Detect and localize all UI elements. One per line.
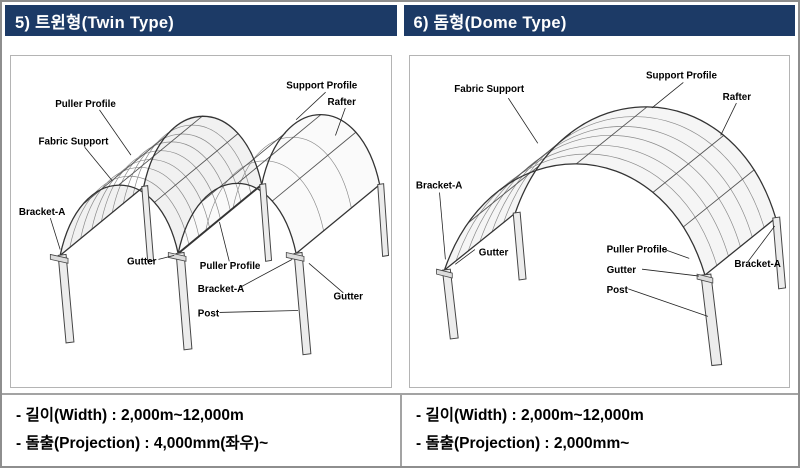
twin-label-fabric-support: Fabric Support bbox=[39, 136, 110, 147]
twin-leader-lines bbox=[49, 91, 346, 313]
twin-label-gutter-left: Gutter bbox=[127, 256, 157, 267]
twin-diagram-svg: Support Profile Rafter Puller Profile Fa… bbox=[19, 80, 390, 356]
dome-label-gutter-left: Gutter bbox=[478, 247, 508, 258]
twin-posts bbox=[57, 183, 390, 356]
twin-label-bracket-a-bottom: Bracket-A bbox=[198, 284, 244, 295]
dome-header: 6) 돔형(Dome Type) bbox=[403, 5, 795, 36]
twin-label-post: Post bbox=[198, 308, 220, 319]
dome-leader-lines bbox=[438, 82, 775, 317]
twin-diagram-box: Support Profile Rafter Puller Profile Fa… bbox=[10, 55, 392, 388]
dome-labels: Fabric Support Support Profile Rafter Br… bbox=[415, 70, 780, 295]
twin-label-gutter-right: Gutter bbox=[333, 292, 363, 303]
dome-label-gutter-right: Gutter bbox=[606, 265, 636, 276]
panels-row: 5) 트윈형(Twin Type) bbox=[2, 2, 798, 393]
twin-label-puller-profile-top: Puller Profile bbox=[55, 99, 116, 110]
panel-dome: 6) 돔형(Dome Type) bbox=[403, 5, 795, 393]
twin-spec-width: - 길이(Width) : 2,000m~12,000m bbox=[16, 407, 244, 424]
twin-gutter-pieces bbox=[49, 251, 305, 264]
dome-spec-projection: - 돌출(Projection) : 2,000mm~ bbox=[416, 435, 630, 452]
dome-label-support-profile: Support Profile bbox=[645, 70, 717, 81]
specs-row: - 길이(Width) : 2,000m~12,000m - 돌출(Projec… bbox=[2, 393, 798, 466]
twin-label-puller-profile-center: Puller Profile bbox=[200, 261, 261, 272]
twin-spec-projection: - 돌출(Projection) : 4,000mm(좌우)~ bbox=[16, 435, 269, 452]
dome-specs: - 길이(Width) : 2,000m~12,000m - 돌출(Projec… bbox=[400, 395, 798, 466]
twin-label-rafter: Rafter bbox=[328, 97, 357, 108]
twin-specs: - 길이(Width) : 2,000m~12,000m - 돌출(Projec… bbox=[2, 395, 400, 466]
twin-labels: Support Profile Rafter Puller Profile Fa… bbox=[19, 80, 363, 319]
twin-header: 5) 트윈형(Twin Type) bbox=[5, 5, 397, 36]
twin-label-support-profile: Support Profile bbox=[286, 80, 358, 91]
dome-spec-width: - 길이(Width) : 2,000m~12,000m bbox=[416, 407, 644, 424]
dome-rafter-lines bbox=[467, 106, 754, 228]
panel-twin: 5) 트윈형(Twin Type) bbox=[5, 5, 397, 393]
twin-label-bracket-a-left: Bracket-A bbox=[19, 207, 65, 218]
dome-label-bracket-a-left: Bracket-A bbox=[415, 181, 461, 192]
twin-rafter-lines bbox=[83, 114, 356, 204]
dome-label-puller-profile: Puller Profile bbox=[606, 244, 667, 255]
dome-gutter-pieces bbox=[435, 268, 713, 284]
dome-label-post: Post bbox=[606, 285, 628, 296]
dome-diagram-svg: Fabric Support Support Profile Rafter Br… bbox=[415, 70, 786, 367]
twin-frame bbox=[59, 114, 381, 256]
twin-roof-surfaces bbox=[60, 114, 380, 256]
dome-label-rafter: Rafter bbox=[722, 92, 751, 103]
dome-diagram-box: Fabric Support Support Profile Rafter Br… bbox=[408, 55, 790, 388]
dome-posts bbox=[441, 211, 786, 367]
dome-frame bbox=[443, 106, 776, 276]
dome-label-bracket-a-right: Bracket-A bbox=[734, 259, 780, 270]
dome-label-fabric-support: Fabric Support bbox=[454, 84, 525, 95]
